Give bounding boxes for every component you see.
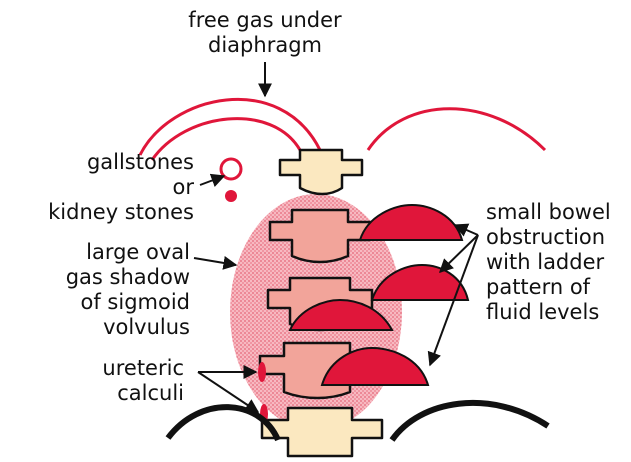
label-stones: gallstones or kidney stones <box>0 150 194 225</box>
arrow-stones <box>200 176 224 185</box>
label-ureteric: ureteric calculi <box>0 356 184 406</box>
arrow-sigmoid <box>194 258 236 265</box>
fluid-level-1 <box>360 205 462 240</box>
right-diaphragm-gas-arc <box>368 109 545 150</box>
right-pelvic-curve <box>392 403 548 440</box>
ureteric-calculus-upper <box>258 362 266 382</box>
label-sigmoid: large oval gas shadow of sigmoid volvulu… <box>0 240 190 340</box>
label-free-gas: free gas under diaphragm <box>150 8 380 58</box>
kidney-stone-dot <box>225 190 237 202</box>
label-small-bowel: small bowel obstruction with ladder patt… <box>486 200 631 325</box>
left-diaphragm-gas-arc-outer <box>140 99 320 155</box>
vertebra-1 <box>280 150 362 194</box>
